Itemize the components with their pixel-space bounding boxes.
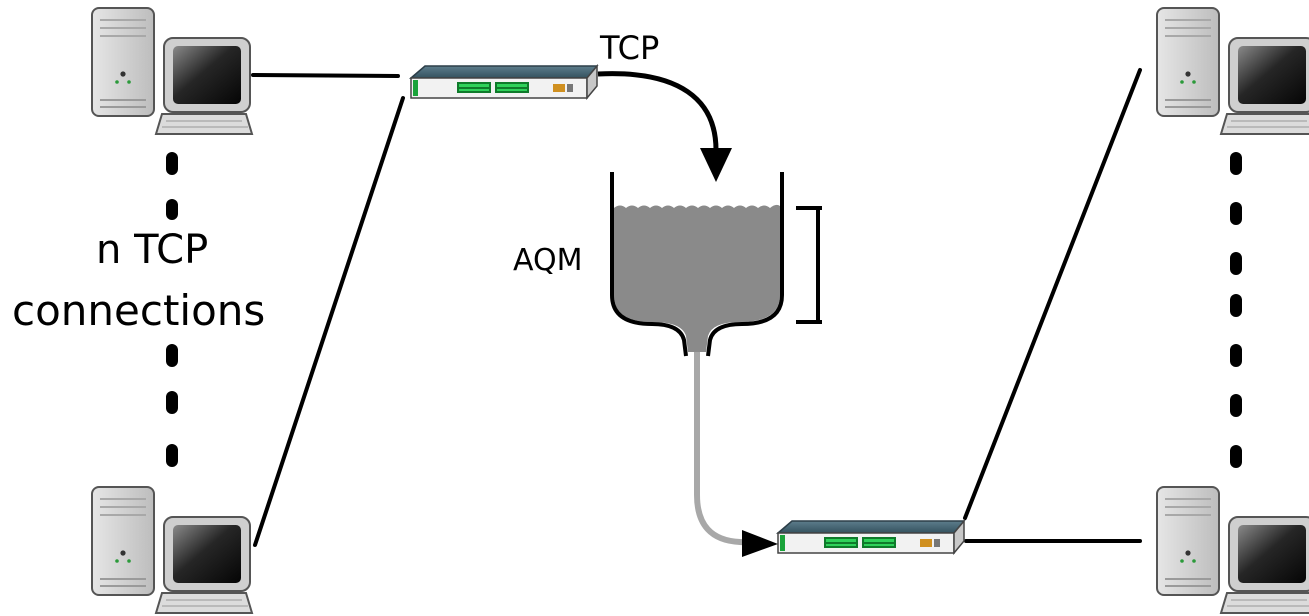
tcp-arrow — [597, 71, 719, 151]
desktop-computer-icon — [1156, 486, 1309, 614]
desktop-computer-icon — [91, 7, 253, 135]
aqm-label: AQM — [513, 243, 583, 278]
desktop-computer-icon — [1156, 7, 1309, 135]
outflow-arrow-head — [742, 530, 778, 557]
connections-label-line1: n TCP — [96, 227, 209, 273]
outflow-arrow — [694, 352, 753, 546]
links — [251, 68, 1142, 547]
queue-length-bracket — [796, 206, 822, 324]
tcp-label: TCP — [600, 29, 660, 67]
link-pc-top-left-to-switch — [251, 73, 400, 78]
tcp-arrow-head — [700, 148, 732, 182]
link-pc-bottom-left-to-switch — [253, 96, 405, 547]
link-switch-to-pc-top-right — [963, 68, 1142, 520]
desktop-computer-icon — [91, 486, 253, 614]
network-switch-icon — [410, 65, 598, 99]
network-switch-icon — [777, 520, 965, 554]
connections-label-line2: connections — [12, 286, 266, 335]
queue-bucket — [610, 172, 784, 357]
